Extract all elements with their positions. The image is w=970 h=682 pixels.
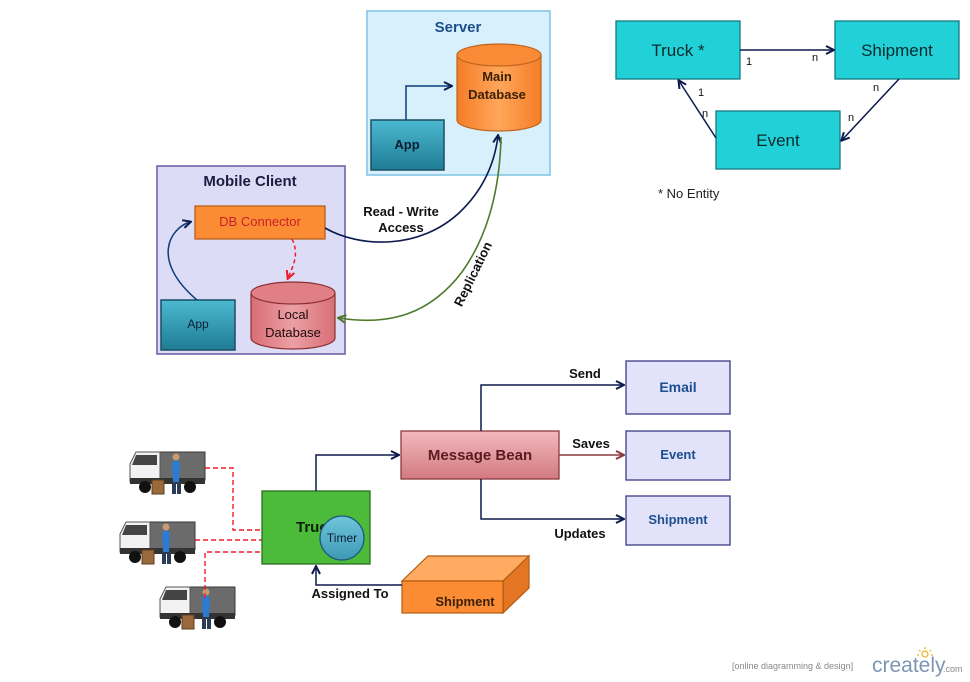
watermark-brand: creately (872, 654, 946, 677)
event-entity-label: Event (756, 131, 800, 150)
truck-1-dashed-link (205, 467, 262, 531)
email-label: Email (659, 379, 696, 395)
server-app-label: App (394, 137, 419, 152)
sun-icon (917, 647, 933, 658)
local-database-cylinder (250, 281, 336, 350)
shipment-entity-box (834, 20, 960, 80)
creately-watermark: [online diagramming & design] creately .… (732, 647, 963, 677)
er-diagram: Truck * Shipment Event 1 n n n n 1 * No … (615, 20, 960, 201)
local-database-label-1: Local (277, 307, 308, 322)
no-entity-note: * No Entity (658, 186, 720, 201)
replication-label: Replication (451, 239, 495, 309)
mobile-app-label: App (187, 317, 209, 331)
shipment-output-label: Shipment (648, 512, 708, 527)
mobile-client-title: Mobile Client (203, 173, 296, 190)
server-title: Server (435, 19, 482, 36)
read-write-label-1: Read - Write (363, 204, 439, 219)
truck-illustration-1 (129, 451, 206, 495)
read-write-link (324, 136, 498, 243)
event-output-box (625, 430, 731, 481)
truck-illustration-3 (159, 586, 236, 630)
db-connector-box (194, 205, 326, 240)
truck-3-dashed-link (204, 551, 262, 598)
read-write-label-2: Access (378, 220, 424, 235)
server-group: Server App Main Database (366, 10, 551, 176)
mobile-app-box (160, 299, 236, 351)
truck-entity-box (615, 20, 741, 80)
flow-diagram: Truck Timer Message Bean Email Event Shi… (119, 360, 731, 630)
send-arrow (480, 385, 623, 431)
updates-label: Updates (554, 526, 605, 541)
saves-label: Saves (572, 436, 610, 451)
shipment-cube-label: Shipment (435, 594, 495, 609)
shipment-to-event-relation (842, 78, 900, 140)
email-box (625, 360, 731, 415)
truck-to-message-bean-arrow (315, 455, 398, 491)
mobile-client-group: Mobile Client DB Connector App Local Dat… (156, 165, 346, 355)
message-bean-box (400, 430, 560, 480)
truck-illustration-2 (119, 521, 196, 565)
event-to-truck-relation (679, 81, 717, 139)
message-bean-label: Message Bean (428, 447, 532, 464)
event-output-label: Event (660, 447, 696, 462)
shipment-output-box (625, 495, 731, 546)
db-connector-label: DB Connector (219, 214, 301, 229)
assigned-to-label: Assigned To (311, 586, 388, 601)
main-database-label-2: Database (468, 87, 526, 102)
event-entity-box (715, 110, 841, 170)
shipment-event-card-n1: n (873, 82, 879, 94)
watermark-tld: .com (943, 664, 963, 674)
send-label: Send (569, 366, 601, 381)
local-database-label-2: Database (265, 325, 321, 340)
event-truck-card-1: 1 (698, 87, 704, 99)
app-to-main-database-arrow (405, 86, 451, 120)
main-database-label-1: Main (482, 69, 512, 84)
truck-entity-label: Truck * (651, 41, 705, 60)
updates-arrow (480, 479, 623, 519)
assigned-to-arrow (316, 567, 402, 586)
connector-to-local-db-arrow (288, 238, 297, 278)
event-truck-card-n: n (702, 108, 708, 120)
shipment-event-card-n2: n (848, 112, 854, 124)
server-app-box (370, 119, 445, 171)
timer-label: Timer (327, 531, 357, 545)
truck-shipment-card-1: 1 (746, 56, 752, 68)
replication-link (339, 136, 502, 320)
truck-shipment-card-n: n (812, 52, 818, 64)
watermark-tagline: [online diagramming & design] (732, 661, 853, 671)
shipment-entity-label: Shipment (861, 41, 933, 60)
main-database-cylinder (456, 43, 542, 132)
timer-circle (319, 515, 365, 561)
shipment-cube (400, 554, 531, 615)
mobile-app-to-connector-arrow (167, 222, 198, 301)
